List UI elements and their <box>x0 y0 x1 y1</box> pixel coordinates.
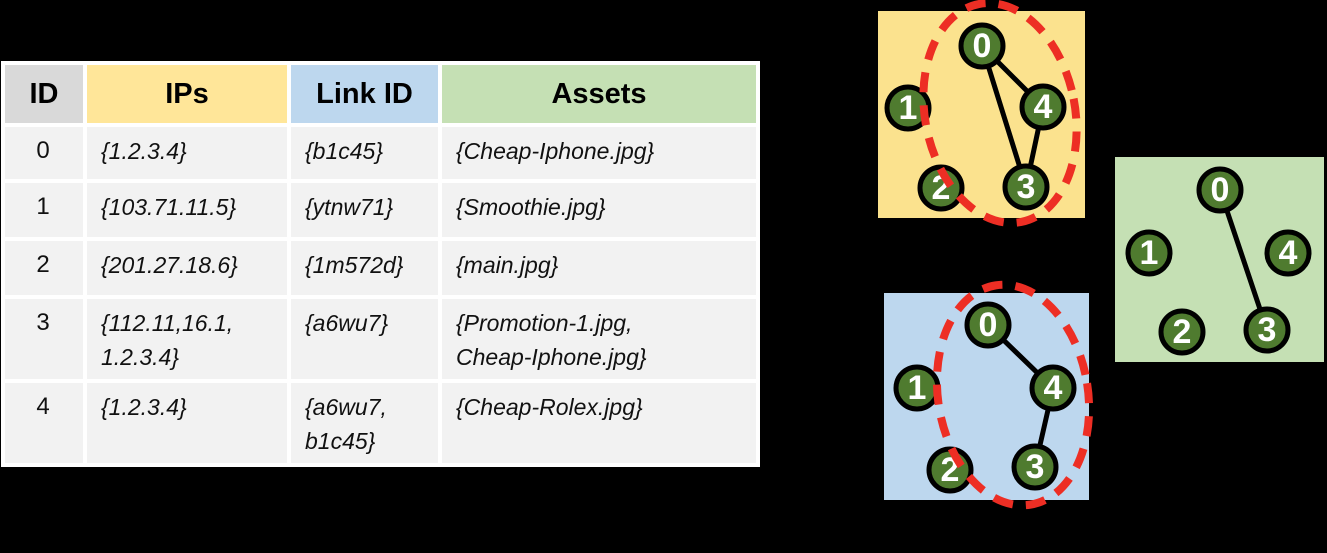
graph-node-label: 3 <box>1258 311 1277 349</box>
cell-assets-1: {Smoothie.jpg} <box>442 183 756 237</box>
cell-ips-3: {112.11,16.1, 1.2.3.4} <box>87 299 287 379</box>
header-id: ID <box>5 65 83 123</box>
highlight-ellipse <box>919 0 1081 227</box>
cell-id-4: 4 <box>5 383 83 463</box>
phishing-table: ID IPs Link ID Assets 0 {1.2.3.4} {b1c45… <box>1 61 760 467</box>
table-row: 0 {1.2.3.4} {b1c45} {Cheap-Iphone.jpg} <box>5 127 756 179</box>
graph-node-label: 3 <box>1017 168 1036 206</box>
cell-id-2: 2 <box>5 241 83 295</box>
table-row: 1 {103.71.11.5} {ytnw71} {Smoothie.jpg} <box>5 183 756 237</box>
cell-link-2: {1m572d} <box>291 241 438 295</box>
graph-node-3 <box>1002 163 1050 211</box>
header-ips: IPs <box>87 65 287 123</box>
graph-node-4 <box>1029 364 1077 412</box>
graph-node-0 <box>964 301 1012 349</box>
graph-node-label: 4 <box>1044 369 1063 407</box>
graph-node-label: 0 <box>1211 171 1230 209</box>
graph-node-1 <box>1125 229 1173 277</box>
graph-node-label: 1 <box>908 369 927 407</box>
cell-link-3: {a6wu7} <box>291 299 438 379</box>
cell-link-1: {ytnw71} <box>291 183 438 237</box>
graph-node-1 <box>884 84 932 132</box>
cell-link-0: {b1c45} <box>291 127 438 179</box>
graph-edge-0-3 <box>979 43 1029 190</box>
cell-ips-0: {1.2.3.4} <box>87 127 287 179</box>
cell-assets-0: {Cheap-Iphone.jpg} <box>442 127 756 179</box>
phishing-table-wrap: ID IPs Link ID Assets 0 {1.2.3.4} {b1c45… <box>1 61 760 467</box>
graph-node-3 <box>1243 306 1291 354</box>
cell-ips-1: {103.71.11.5} <box>87 183 287 237</box>
graph-node-label: 0 <box>973 27 992 65</box>
graph-node-label: 1 <box>899 89 918 127</box>
graph-node-label: 3 <box>1026 448 1045 486</box>
graph-node-0 <box>1196 166 1244 214</box>
graph-node-3 <box>1011 443 1059 491</box>
table-row: 2 {201.27.18.6} {1m572d} {main.jpg} <box>5 241 756 295</box>
graph-node-4 <box>1019 83 1067 131</box>
header-link-id: Link ID <box>291 65 438 123</box>
graph-edge-0-3 <box>1217 187 1270 333</box>
cell-ips-4: {1.2.3.4} <box>87 383 287 463</box>
cell-id-1: 1 <box>5 183 83 237</box>
graph-node-2 <box>917 164 965 212</box>
highlight-ellipse <box>932 280 1094 510</box>
graph-node-label: 4 <box>1034 88 1053 126</box>
cell-assets-2: {main.jpg} <box>442 241 756 295</box>
cell-assets-4: {Cheap-Rolex.jpg} <box>442 383 756 463</box>
graph-node-label: 0 <box>979 306 998 344</box>
graph-node-2 <box>1158 308 1206 356</box>
cell-assets-3: {Promotion-1.jpg, Cheap-Iphone.jpg} <box>442 299 756 379</box>
cell-link-4: {a6wu7, b1c45} <box>291 383 438 463</box>
header-assets: Assets <box>442 65 756 123</box>
graph-node-4 <box>1264 229 1312 277</box>
cell-id-0: 0 <box>5 127 83 179</box>
cell-id-3: 3 <box>5 299 83 379</box>
graph-node-label: 2 <box>1173 313 1192 351</box>
table-row: 3 {112.11,16.1, 1.2.3.4} {a6wu7} {Promot… <box>5 299 756 379</box>
graph-node-label: 1 <box>1140 234 1159 272</box>
table-row: 4 {1.2.3.4} {a6wu7, b1c45} {Cheap-Rolex.… <box>5 383 756 463</box>
graph-node-label: 4 <box>1279 234 1298 272</box>
graph-node-0 <box>958 22 1006 70</box>
cell-ips-2: {201.27.18.6} <box>87 241 287 295</box>
table-header-row: ID IPs Link ID Assets <box>5 65 756 123</box>
green-cluster: 0 1 2 3 4 <box>1115 157 1324 362</box>
